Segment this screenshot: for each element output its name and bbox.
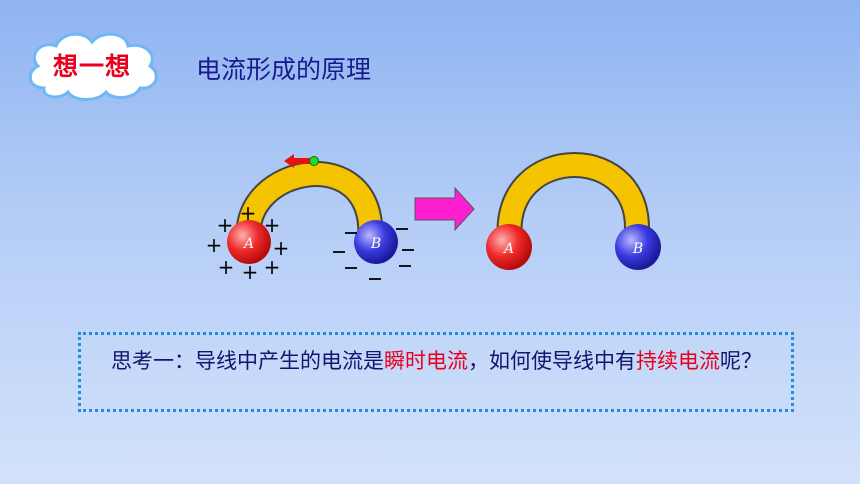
svg-text:+: +	[206, 233, 223, 257]
question-part1: 思考一：导线中产生的电流是	[111, 349, 384, 373]
transition-arrow	[414, 186, 475, 232]
question-box: 思考一：导线中产生的电流是瞬时电流，如何使导线中有持续电流呢？	[78, 332, 794, 412]
left-ball-a	[227, 220, 271, 264]
left-ball-b	[354, 220, 398, 264]
question-highlight-continuous: 持续电流	[636, 349, 720, 373]
svg-text:+: +	[273, 236, 290, 260]
page-title: 电流形成的原理	[196, 55, 372, 84]
svg-text:+: +	[242, 260, 259, 284]
right-ball-b	[615, 224, 661, 270]
right-ball-a	[486, 224, 532, 270]
badge-label: 想一想	[52, 52, 131, 81]
cloud-shape	[28, 32, 158, 101]
negative-charges	[333, 228, 414, 280]
positive-charges: + + + + + + + +	[206, 201, 290, 284]
left-ball-a-label: A	[242, 236, 254, 252]
left-ball-b-label: B	[370, 236, 381, 252]
svg-text:+: +	[217, 213, 234, 237]
svg-text:+: +	[264, 255, 281, 279]
question-highlight-transient: 瞬时电流	[384, 349, 468, 373]
svg-text:+: +	[240, 201, 257, 225]
svg-text:+: +	[218, 255, 235, 279]
cloud-badge	[28, 32, 158, 101]
right-wire-fill	[498, 154, 648, 242]
electron-direction-arrow	[284, 154, 319, 168]
svg-text:+: +	[264, 213, 281, 237]
question-part3: 呢？	[720, 349, 762, 373]
right-ball-a-label: A	[502, 241, 514, 257]
left-wire-fill	[237, 163, 382, 242]
question-part2: ，如何使导线中有	[468, 349, 636, 373]
right-ball-b-label: B	[632, 241, 643, 257]
